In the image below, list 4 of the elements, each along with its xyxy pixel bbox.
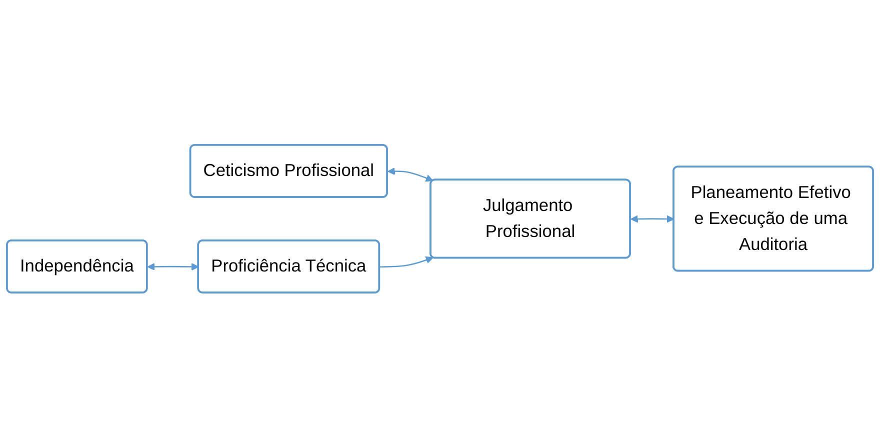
arrow <box>380 256 434 268</box>
arrow <box>147 262 199 270</box>
arrow <box>387 167 434 182</box>
arrow <box>630 214 674 223</box>
